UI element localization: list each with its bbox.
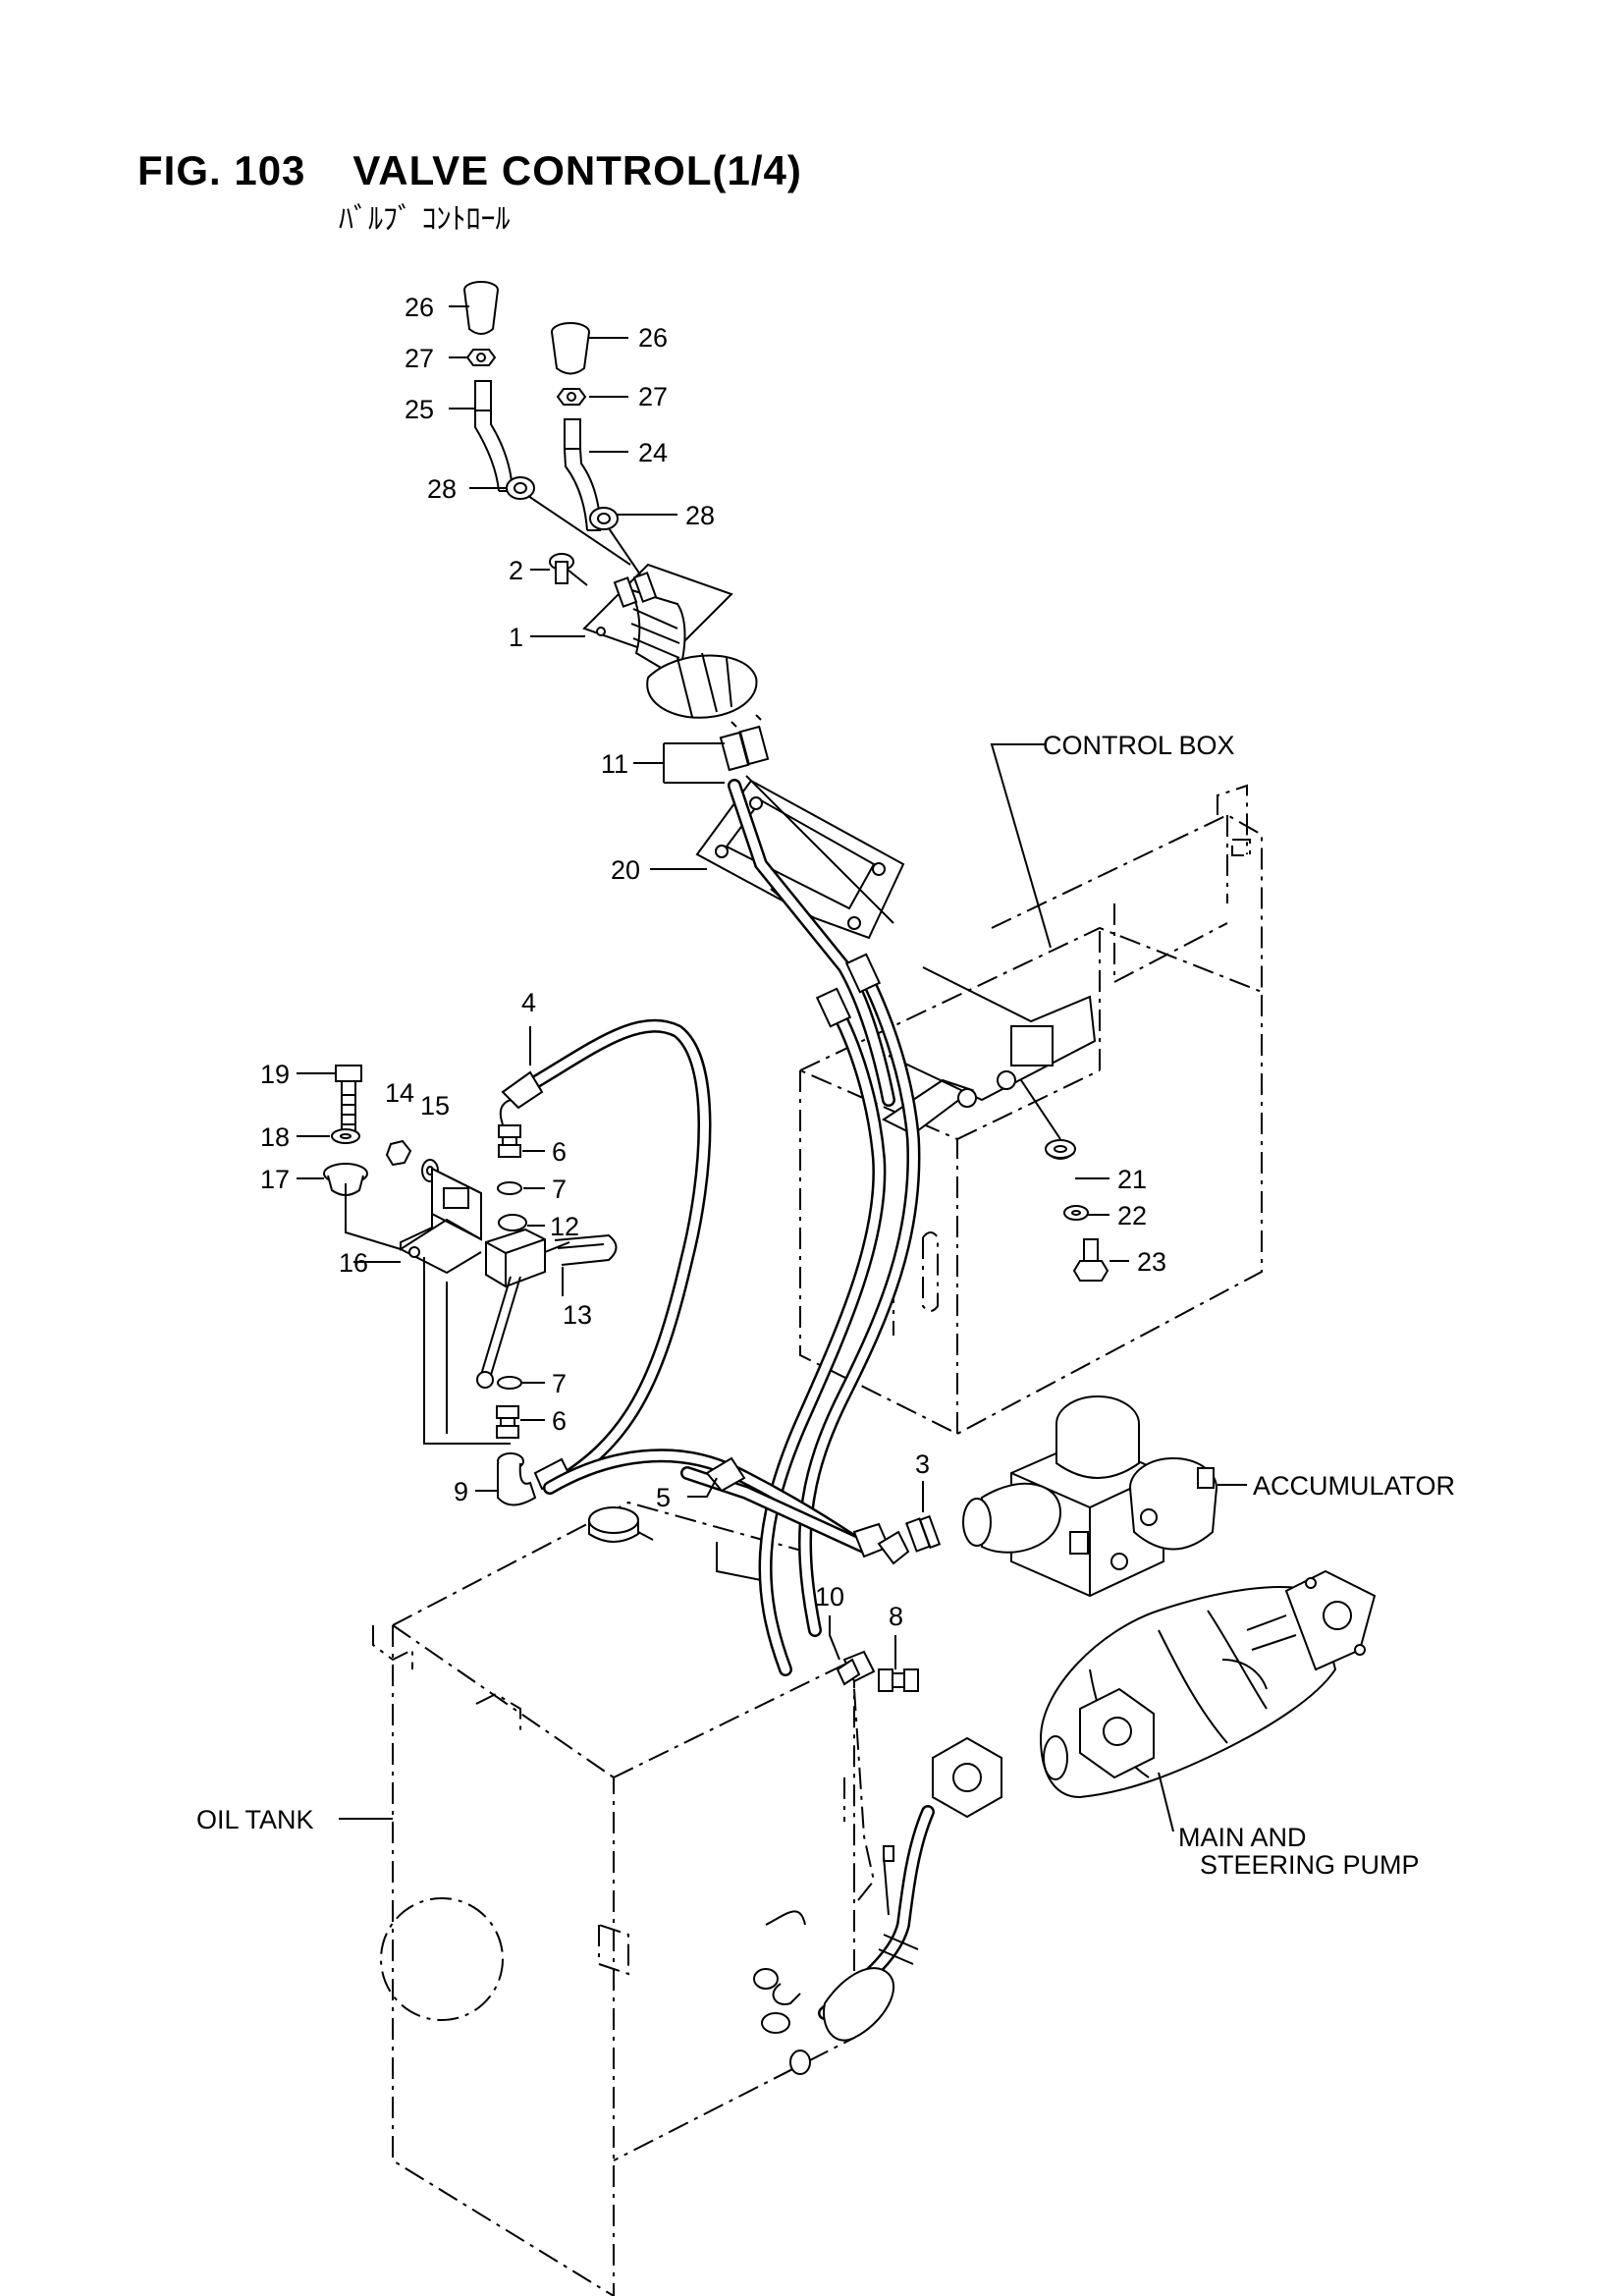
callout-5: 5: [656, 1483, 671, 1512]
callout-17: 17: [260, 1165, 290, 1194]
oil-tank-housing: [372, 1501, 855, 2296]
tank-breather-cap: [588, 1506, 767, 1582]
assembly-labels: CONTROL BOX ACCUMULATOR OIL TANK MAIN AN…: [196, 731, 1455, 1880]
callout-8: 8: [889, 1602, 903, 1631]
callout-6-top: 6: [552, 1137, 567, 1167]
pilot-hose-fittings: [719, 714, 770, 772]
figure-name: VALVE CONTROL(1/4): [352, 147, 802, 193]
label-accumulator: ACCUMULATOR: [1253, 1471, 1455, 1501]
callout-1: 1: [509, 623, 523, 652]
callout-15: 15: [420, 1091, 450, 1121]
bolt-19: [335, 1065, 362, 1136]
leader-lines: [297, 305, 1247, 1832]
tank-return-lines: [853, 1688, 894, 1916]
bracket-16: [400, 1167, 482, 1275]
grommet-21: [1045, 1139, 1076, 1160]
callout-23: 23: [1137, 1247, 1166, 1277]
callout-12: 12: [550, 1212, 579, 1241]
callout-28-left: 28: [427, 474, 457, 504]
bolt-23: [1020, 1079, 1109, 1282]
fitting-6-bottom: [496, 1405, 519, 1439]
figure-number: FIG. 103: [137, 147, 306, 193]
hose-10: [836, 1650, 876, 1686]
selector-valve-12: [476, 1214, 570, 1389]
grip-nut-left: [465, 349, 497, 366]
fitting-8: [878, 1668, 919, 1692]
callout-4: 4: [521, 988, 536, 1017]
callout-27-right: 27: [638, 382, 668, 411]
callout-18: 18: [260, 1122, 290, 1152]
pilot-valve-joystick: [582, 563, 758, 719]
callout-11: 11: [601, 749, 628, 779]
label-control-box: CONTROL BOX: [1043, 731, 1235, 760]
callout-14: 14: [385, 1078, 414, 1108]
callout-27-left: 27: [405, 344, 434, 373]
callout-7-top: 7: [552, 1175, 567, 1204]
mounting-screw: [549, 553, 588, 586]
callout-26-left: 26: [405, 293, 434, 322]
callout-16: 16: [339, 1248, 368, 1278]
callout-2: 2: [509, 556, 523, 585]
figure-subtitle-japanese: ﾊﾞﾙﾌﾞ ｺﾝﾄﾛｰﾙ: [339, 202, 511, 237]
callout-20: 20: [611, 855, 640, 885]
callout-13: 13: [563, 1300, 592, 1330]
callout-7-bottom: 7: [552, 1369, 567, 1398]
callout-9: 9: [454, 1477, 468, 1506]
adapter-fitting-3: [905, 1514, 942, 1553]
nut-14: [385, 1139, 412, 1167]
callout-25: 25: [405, 395, 434, 424]
rod-boot-left: [506, 476, 631, 566]
figure-title: FIG. 103 VALVE CONTROL(1/4): [137, 147, 802, 194]
control-box-housing: [799, 784, 1263, 1436]
label-oil-tank: OIL TANK: [196, 1805, 314, 1834]
lever-grip-right: [551, 322, 590, 375]
lever-grip-left: [463, 281, 499, 335]
label-pump-line1: MAIN AND: [1178, 1823, 1307, 1852]
callout-6-bottom: 6: [552, 1406, 567, 1436]
u-bolt-13: [554, 1233, 618, 1266]
callout-21: 21: [1117, 1165, 1147, 1194]
rod-boot-right: [589, 507, 641, 575]
callout-26-right: 26: [638, 323, 668, 353]
o-ring-7-top: [497, 1181, 522, 1195]
grip-nut-right: [556, 388, 587, 406]
accumulator-assembly: [962, 1395, 1217, 1598]
callout-3: 3: [915, 1449, 930, 1479]
callout-24: 24: [638, 438, 668, 467]
callout-22: 22: [1117, 1201, 1147, 1230]
suction-pipe: [753, 1736, 1002, 2075]
lever-rod-left: [474, 380, 514, 492]
main-and-steering-pump: [1039, 1569, 1377, 1799]
fitting-6-top: [498, 1124, 521, 1158]
hose-5: [543, 1449, 910, 1565]
o-ring-7-bottom: [497, 1376, 522, 1390]
callout-19: 19: [260, 1060, 290, 1089]
callout-10: 10: [815, 1582, 844, 1612]
hose-4: [499, 1018, 712, 1495]
callout-numbers: 26 27 25 28 26 27 24 28 2 1 11 20 4 19 1…: [260, 293, 1166, 1631]
assembly-line-16: [423, 1257, 511, 1445]
elbow-9: [497, 1452, 571, 1506]
washer-18: [331, 1128, 360, 1144]
label-pump-line2: STEERING PUMP: [1200, 1850, 1420, 1880]
callout-28-right: 28: [685, 501, 715, 530]
washer-22: [1063, 1205, 1089, 1221]
assembly-line-17: [345, 1183, 402, 1250]
